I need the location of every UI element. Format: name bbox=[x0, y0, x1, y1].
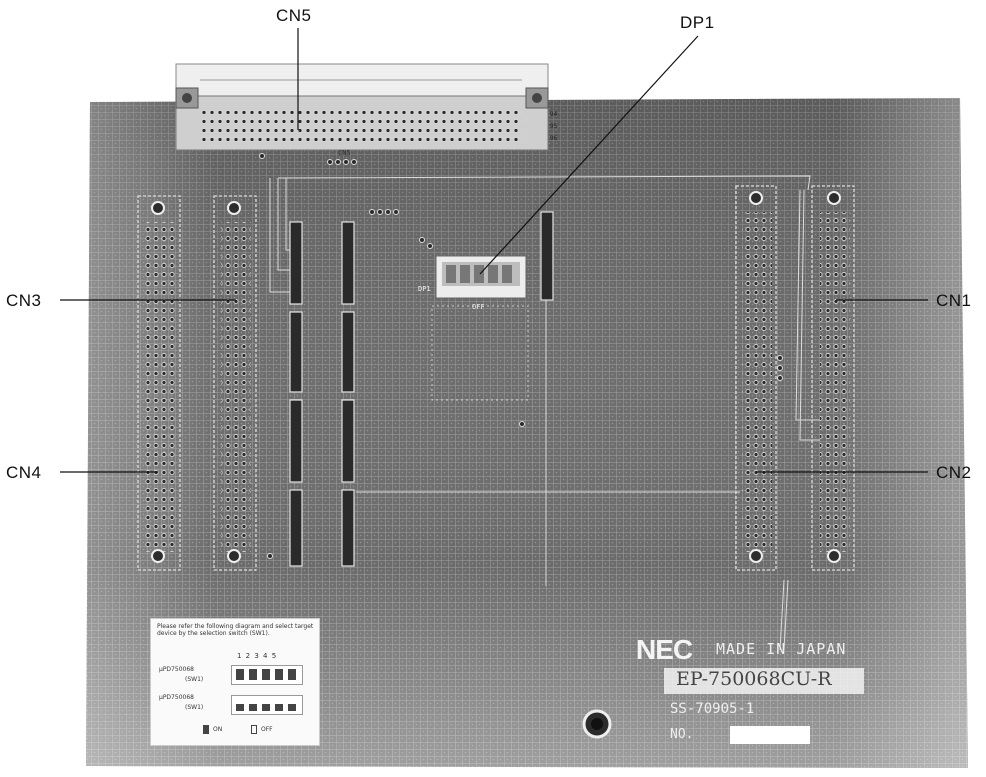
vias bbox=[259, 153, 783, 559]
cn3-header bbox=[213, 195, 257, 571]
switch-numbers: 1 2 3 4 5 bbox=[237, 652, 278, 660]
row2-sw: (SW1) bbox=[185, 704, 204, 711]
wiring bbox=[269, 175, 820, 651]
cn1-header bbox=[811, 185, 855, 571]
legend-off: OFF bbox=[261, 726, 273, 733]
legend-on: ON bbox=[213, 726, 223, 733]
cn4-header bbox=[137, 195, 181, 571]
silk-pin-96: 96 bbox=[550, 135, 558, 142]
callout-cn2: CN2 bbox=[936, 463, 972, 482]
resistor-networks bbox=[289, 211, 554, 567]
nec-logo: NEC bbox=[636, 634, 693, 665]
number-plate bbox=[730, 726, 810, 744]
cn5-connector bbox=[175, 63, 549, 151]
no-label: NO. bbox=[670, 727, 694, 742]
row1-device: μPD750068 bbox=[159, 666, 194, 673]
on-legend-icon bbox=[203, 725, 209, 734]
row1-switch-diagram bbox=[231, 665, 303, 685]
silk-pin-94: 94 bbox=[550, 111, 558, 118]
off-legend-icon bbox=[251, 725, 257, 734]
dip-switch-dp1 bbox=[435, 255, 527, 299]
model-plate bbox=[664, 668, 864, 694]
instruction-label: Please refer the following diagram and s… bbox=[150, 618, 320, 746]
callout-lines bbox=[60, 28, 928, 473]
made-in-japan: MADE IN JAPAN bbox=[716, 640, 847, 658]
model-number: EP-750068CU-R bbox=[676, 668, 832, 690]
cn2-header bbox=[735, 185, 777, 571]
silk-cn5: CN5 bbox=[338, 149, 351, 157]
silk-off: OFF bbox=[472, 303, 485, 311]
callout-cn1: CN1 bbox=[936, 291, 972, 310]
instruction-text: Please refer the following diagram and s… bbox=[157, 623, 314, 637]
callout-dp1: DP1 bbox=[680, 13, 715, 32]
serial-number: SS-70905-1 bbox=[670, 701, 755, 717]
callout-cn3: CN3 bbox=[6, 291, 42, 310]
callout-cn4: CN4 bbox=[6, 463, 42, 482]
silk-pin-95: 95 bbox=[550, 123, 558, 130]
callout-cn5: CN5 bbox=[276, 6, 312, 25]
mounting-hole bbox=[582, 709, 612, 739]
silk-dp1: DP1 bbox=[418, 285, 431, 293]
row1-sw: (SW1) bbox=[185, 676, 204, 683]
row2-device: μPD750068 bbox=[159, 694, 194, 701]
row2-switch-diagram bbox=[231, 695, 303, 715]
